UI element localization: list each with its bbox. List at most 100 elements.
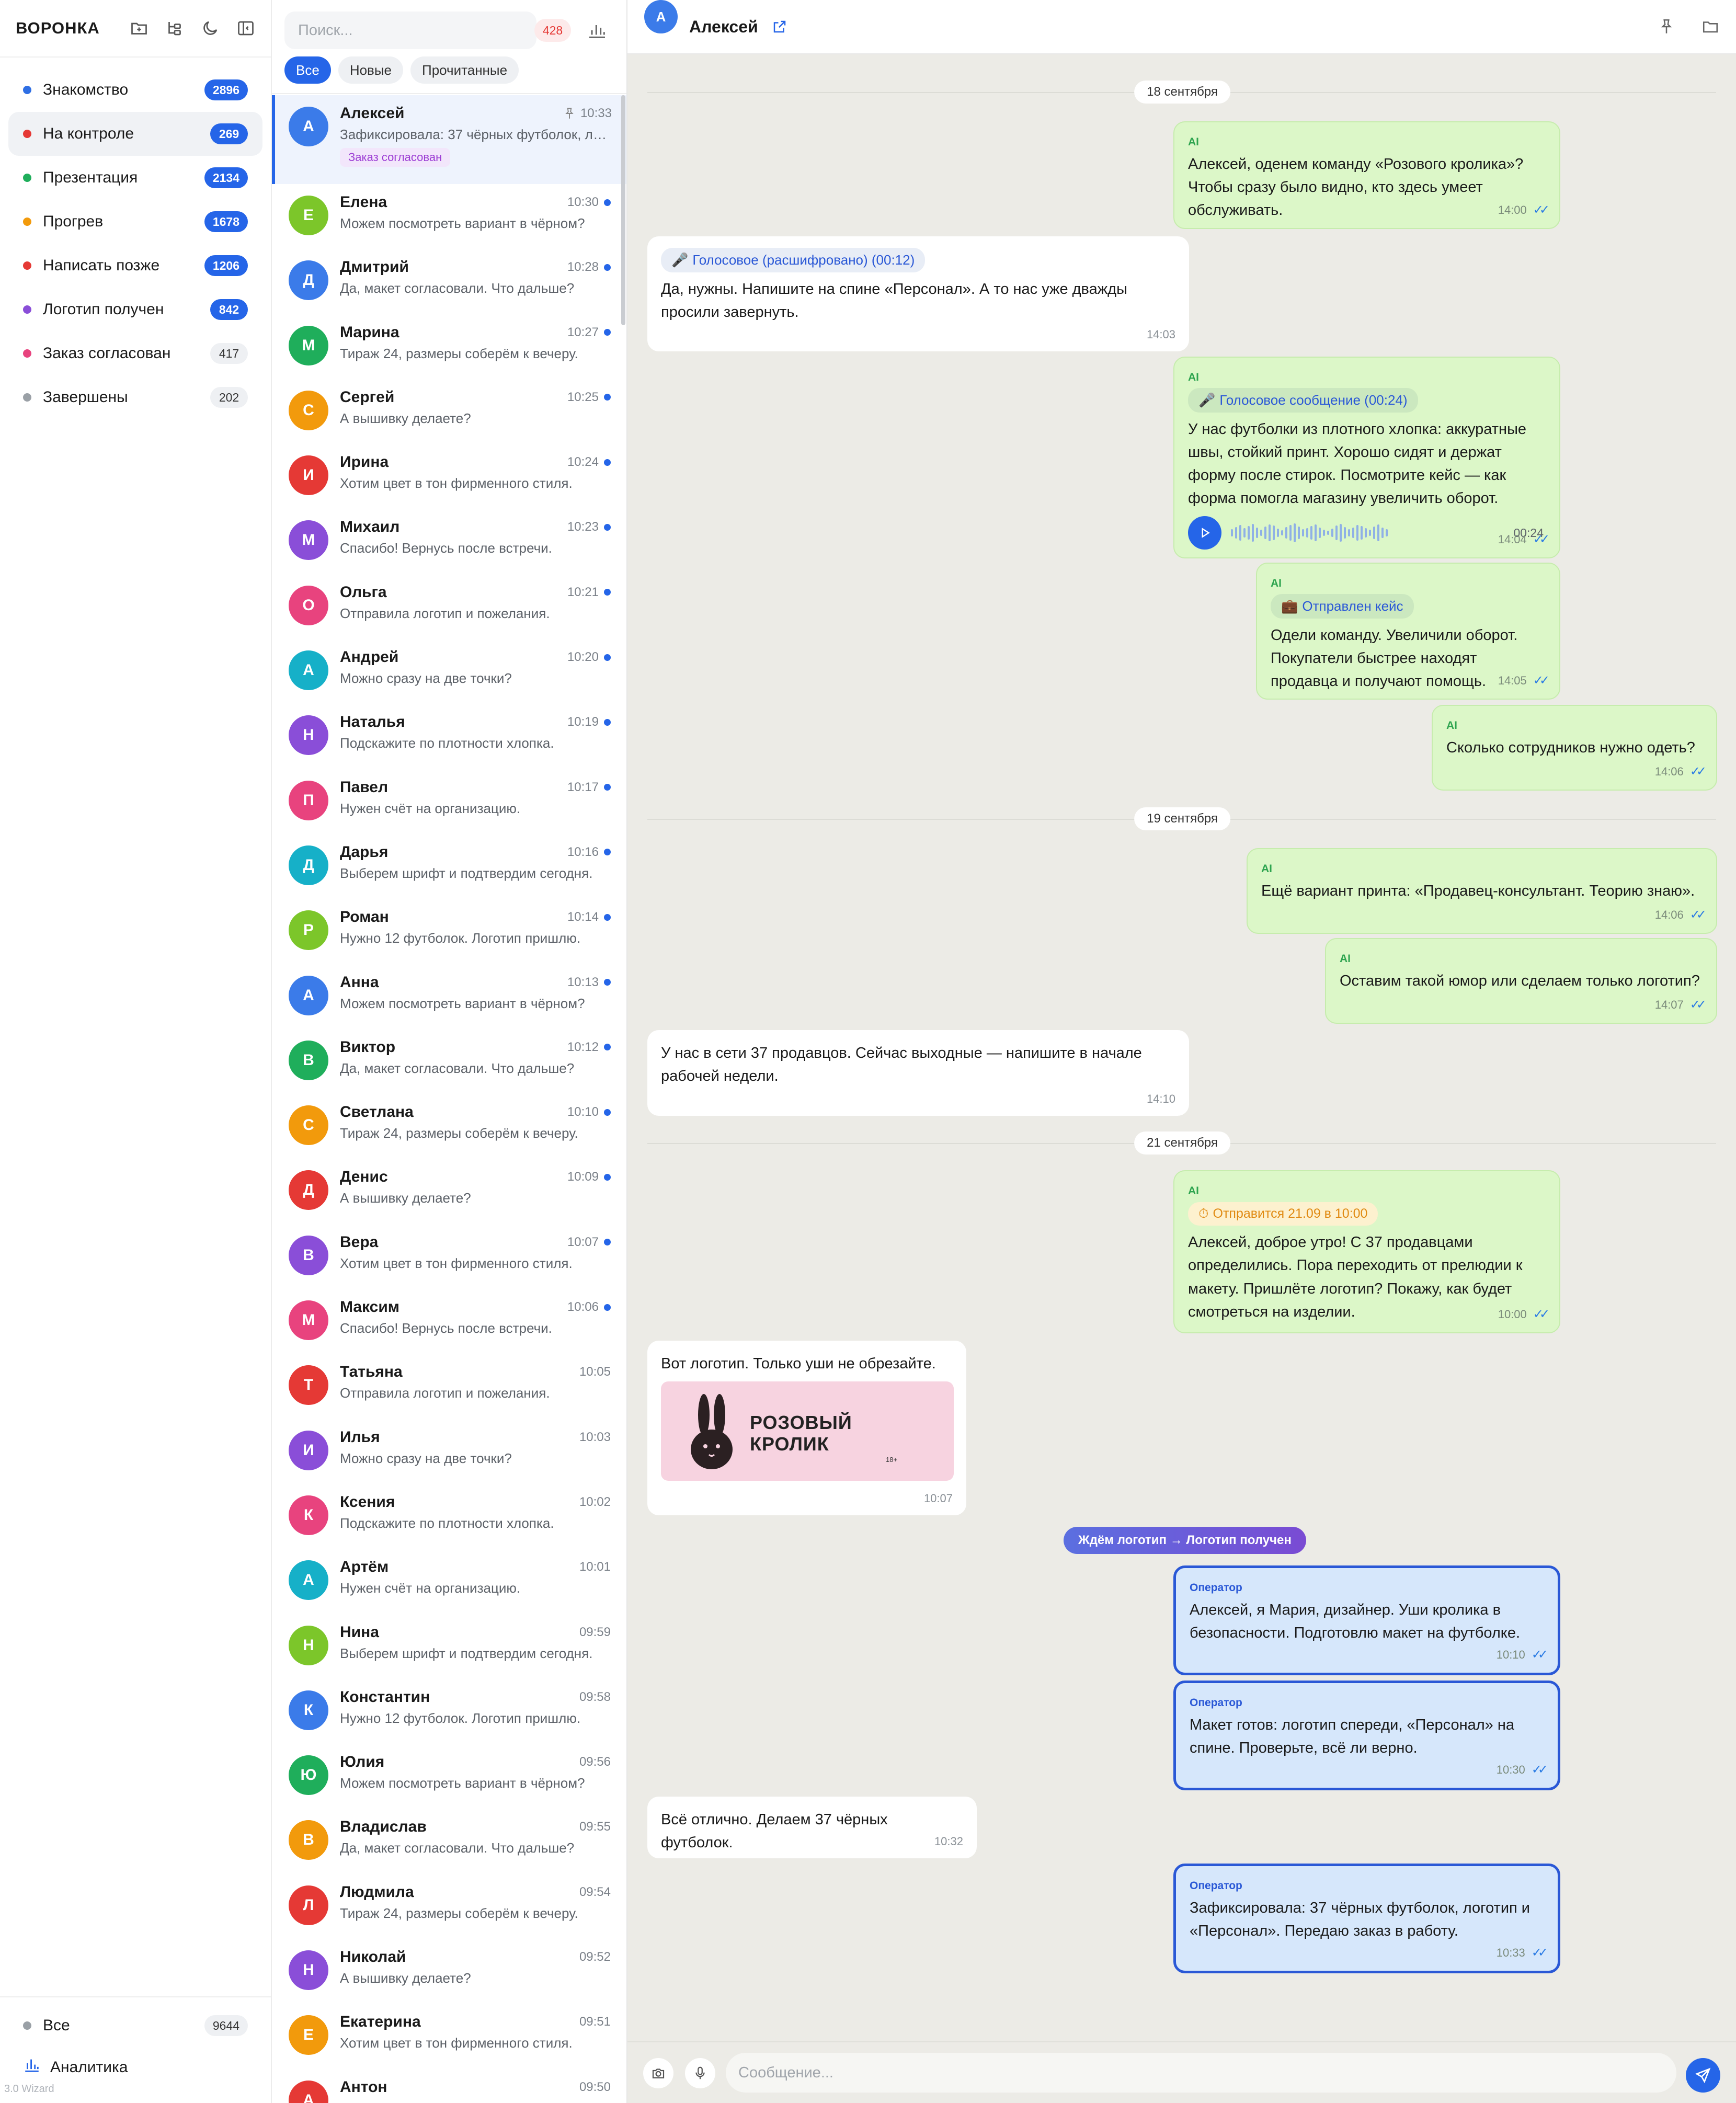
chat-item-name: Алексей xyxy=(340,105,405,122)
chat-item-preview: Да, макет согласовали. Что дальше? xyxy=(340,280,575,296)
status-badge: Заказ согласован xyxy=(340,148,451,167)
chat-item-time: 09:55 xyxy=(579,1820,611,1834)
waveform-bar xyxy=(1306,528,1308,538)
stage-dot xyxy=(23,261,31,270)
chat-item-name: Ольга xyxy=(340,583,387,601)
double-check-icon: ✓✓ xyxy=(1533,202,1550,217)
case-sent-pill[interactable]: 💼Отправлен кейс xyxy=(1271,593,1414,619)
chat-item-time: 10:16 xyxy=(567,844,599,859)
chat-item-time: 10:24 xyxy=(567,455,599,470)
stage-count: 1678 xyxy=(204,211,248,232)
funnel-stage-all[interactable]: Все 9644 xyxy=(8,2004,262,2048)
chat-item-name: Владислав xyxy=(340,1818,427,1836)
camera-button[interactable] xyxy=(643,2058,673,2088)
voice-waveform[interactable] xyxy=(1231,523,1504,543)
message-operator: Оператор Макет готов: логотип спереди, «… xyxy=(1173,1681,1560,1790)
play-button[interactable] xyxy=(1188,516,1221,550)
voice-transcript-pill: 🎤Голосовое (расшифровано) (00:12) xyxy=(661,248,926,272)
chat-item-preview: Нужен счёт на организацию. xyxy=(340,1580,521,1596)
message-time: 10:32 xyxy=(934,1834,963,1848)
chat-item-time: 10:14 xyxy=(567,910,599,924)
message-input[interactable] xyxy=(738,2064,1664,2082)
microphone-icon: 🎤 xyxy=(1198,392,1216,408)
message-text: Алексей, оденем команду «Розового кролик… xyxy=(1188,155,1524,219)
chat-item-preview: Спасибо! Вернусь после встречи. xyxy=(340,540,552,556)
moon-icon[interactable] xyxy=(201,19,220,38)
chat-item-preview: Выберем шрифт и подтвердим сегодня. xyxy=(340,865,593,881)
pin-icon[interactable] xyxy=(1658,18,1675,36)
chat-item-preview: Нужно 12 футболок. Логотип пришлю. xyxy=(340,930,581,946)
filter-chip[interactable]: Новые xyxy=(338,56,404,84)
avatar: И xyxy=(289,455,328,496)
filter-chip[interactable]: Все xyxy=(284,56,331,84)
avatar: В xyxy=(289,1040,328,1080)
folder-icon[interactable] xyxy=(1701,18,1719,36)
scheduled-send-pill: ⏱Отправится 21.09 в 10:00 xyxy=(1188,1202,1378,1226)
filter-chip[interactable]: Прочитанные xyxy=(410,56,519,84)
analytics-link[interactable]: Аналитика xyxy=(8,2050,262,2085)
search-input[interactable] xyxy=(298,21,523,39)
chat-list-scrollbar[interactable] xyxy=(621,95,625,325)
chat-item-name: Дарья xyxy=(340,843,389,861)
folder-add-icon[interactable] xyxy=(130,19,149,38)
chat-item-name: Юлия xyxy=(340,1753,385,1771)
chat-item-time: 10:05 xyxy=(579,1365,611,1379)
message-text: Макет готов: логотип спереди, «Персонал»… xyxy=(1190,1716,1514,1756)
microphone-button[interactable] xyxy=(685,2058,715,2088)
unread-dot xyxy=(604,1239,611,1246)
send-button[interactable] xyxy=(1686,2058,1720,2093)
collapse-sidebar-icon[interactable] xyxy=(236,19,255,38)
chat-item-time: 10:33 xyxy=(580,106,612,120)
external-link-icon[interactable] xyxy=(772,19,787,35)
chat-item-preview: А вышивку делаете? xyxy=(340,1190,471,1206)
stage-count: 202 xyxy=(210,387,248,408)
tree-icon[interactable] xyxy=(165,19,184,38)
stats-icon[interactable] xyxy=(587,20,608,41)
message-operator: Оператор Зафиксировала: 37 чёрных футбол… xyxy=(1173,1864,1560,1973)
stage-count: 417 xyxy=(210,343,248,364)
message-time: 14:03 xyxy=(1146,327,1175,341)
